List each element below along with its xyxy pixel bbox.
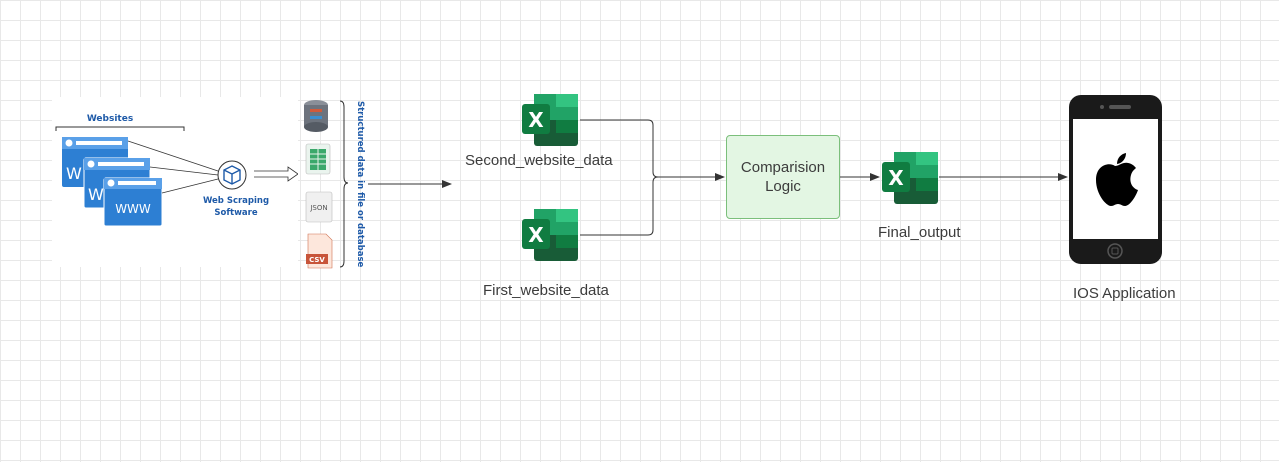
ios-application-label: IOS Application (1073, 285, 1176, 302)
scraper-graphic: Websites W W WWW (55, 114, 299, 227)
json-file-icon: JSON (305, 191, 333, 223)
svg-text:W: W (88, 185, 104, 204)
browser-icon: WWW (103, 177, 163, 227)
final-output-label: Final_output (878, 224, 961, 241)
software-label-2: Software (214, 208, 258, 218)
comparison-logic-label: Comparision Logic (740, 159, 826, 195)
svg-text:X: X (528, 223, 544, 247)
csv-icon-text: CSV (309, 256, 325, 264)
svg-text:X: X (888, 166, 904, 190)
comparison-logic-box: Comparision Logic (726, 135, 840, 219)
vertical-data-label: Structured data in file or database (355, 101, 365, 268)
json-icon-text: JSON (309, 204, 327, 212)
first-website-data-label: First_website_data (483, 282, 609, 299)
web-scraping-illustration: Websites W W WWW (52, 97, 299, 267)
cube-icon (217, 160, 247, 190)
database-icon (304, 100, 328, 132)
svg-text:X: X (528, 108, 544, 132)
iphone-icon (1069, 95, 1162, 264)
excel-icon: X (522, 209, 578, 261)
websites-label: Websites (87, 114, 133, 124)
csv-file-icon: CSV (306, 233, 333, 269)
svg-text:W: W (66, 164, 82, 183)
connector-second-to-logic (580, 119, 725, 181)
excel-icon: X (522, 94, 578, 146)
file-format-icons: JSON CSV Structured data in file or data… (304, 100, 365, 269)
software-label: Web Scraping (203, 196, 269, 206)
apple-logo-icon (1096, 153, 1138, 206)
connector-first-to-logic (580, 176, 659, 236)
www-text: WWW (115, 202, 151, 216)
excel-icon: X (882, 152, 938, 204)
spreadsheet-file-icon (305, 143, 331, 175)
second-website-data-label: Second_website_data (465, 152, 613, 169)
